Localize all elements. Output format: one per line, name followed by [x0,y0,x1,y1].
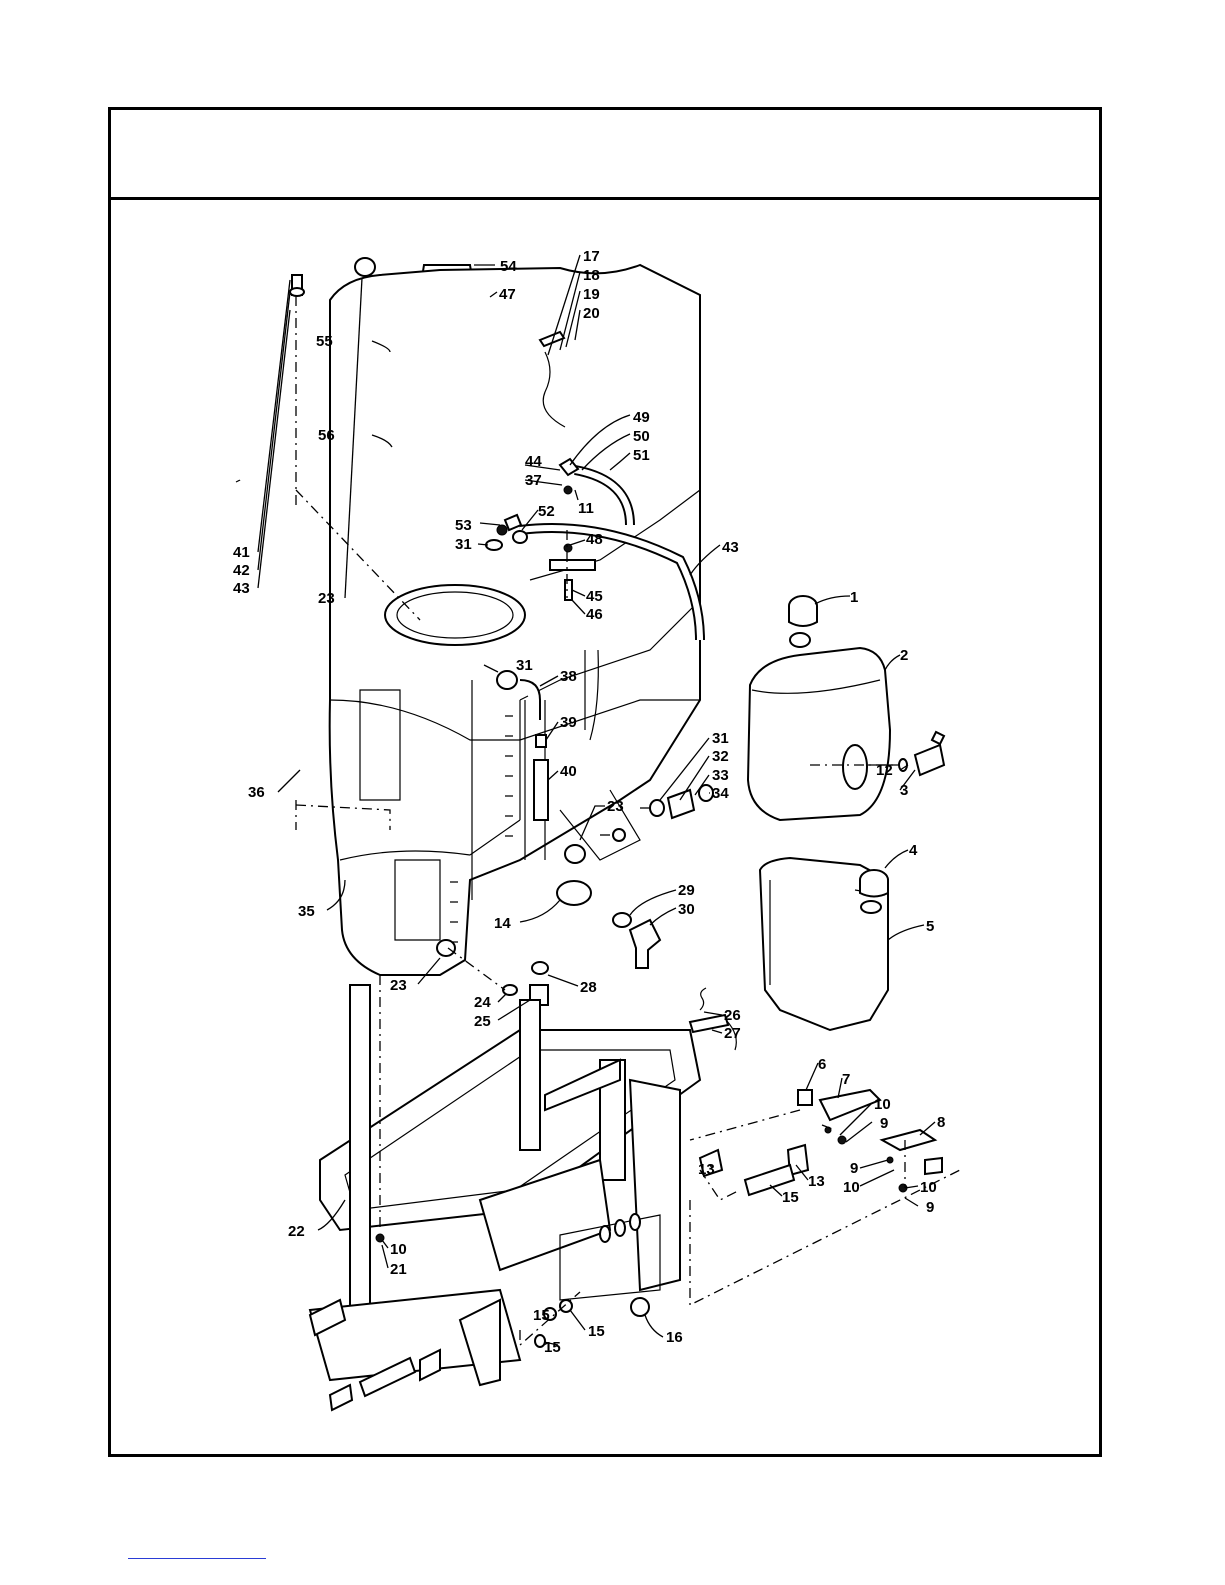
label-4: 4 [909,842,918,859]
label-15-low: 15 [544,1339,561,1356]
label-15-mid: 15 [588,1323,605,1340]
label-34: 34 [712,785,729,802]
label-19: 19 [583,286,600,303]
label-24: 24 [474,994,491,1011]
label-9-right: 9 [880,1115,888,1132]
label-56: 56 [318,427,335,444]
label-10-mid: 10 [843,1179,860,1196]
label-15-right: 15 [782,1189,799,1206]
label-50: 50 [633,428,650,445]
label-39: 39 [560,714,577,731]
label-31-top: 31 [455,536,472,553]
label-25: 25 [474,1013,491,1030]
label-13-right: 13 [808,1173,825,1190]
label-32: 32 [712,748,729,765]
label-37: 37 [525,472,542,489]
label-23-mid: 23 [607,798,624,815]
label-8: 8 [937,1114,945,1131]
label-14: 14 [494,915,511,932]
label-49: 49 [633,409,650,426]
label-23-low: 23 [390,977,407,994]
label-9-low: 9 [926,1199,934,1216]
label-43-left: 43 [233,580,250,597]
label-38: 38 [560,668,577,685]
flush-tank [760,858,888,1030]
label-15-top: 15 [533,1307,550,1324]
label-28: 28 [580,979,597,996]
label-18: 18 [583,267,600,284]
label-42: 42 [233,562,250,579]
label-52: 52 [538,503,555,520]
main-tank [330,265,700,975]
clean-water-tank [748,596,944,820]
label-6: 6 [818,1056,826,1073]
label-5: 5 [926,918,934,935]
tank-frame [310,985,700,1385]
label-40: 40 [560,763,577,780]
label-55: 55 [316,333,333,350]
label-35: 35 [298,903,315,920]
label-10-left: 10 [390,1241,407,1258]
label-43-top: 43 [722,539,739,556]
label-29: 29 [678,882,695,899]
label-2: 2 [900,647,908,664]
label-12: 12 [876,762,893,779]
label-45: 45 [586,588,603,605]
label-1: 1 [850,589,858,606]
label-22: 22 [288,1223,305,1240]
label-27: 27 [724,1025,741,1042]
label-48: 48 [586,531,603,548]
label-44: 44 [525,453,542,470]
label-10-right: 10 [874,1096,891,1113]
label-30: 30 [678,901,695,918]
label-21: 21 [390,1261,407,1278]
label-7: 7 [842,1071,850,1088]
label-31-side: 31 [712,730,729,747]
label-26: 26 [724,1007,741,1024]
label-13-left: 13 [698,1161,715,1178]
label-51: 51 [633,447,650,464]
label-33: 33 [712,767,729,784]
label-17: 17 [583,248,600,265]
label-53: 53 [455,517,472,534]
label-10-low: 10 [920,1179,937,1196]
label-3: 3 [900,782,908,799]
label-47: 47 [499,286,516,303]
label-31-mid: 31 [516,657,533,674]
label-16: 16 [666,1329,683,1346]
label-46: 46 [586,606,603,623]
label-54: 54 [500,258,517,275]
label-41: 41 [233,544,250,561]
label-20: 20 [583,305,600,322]
label-11: 11 [578,500,594,517]
label-36: 36 [248,784,265,801]
footer-link-underline[interactable] [128,1558,266,1559]
label-23-top: 23 [318,590,335,607]
label-9-mid: 9 [850,1160,858,1177]
